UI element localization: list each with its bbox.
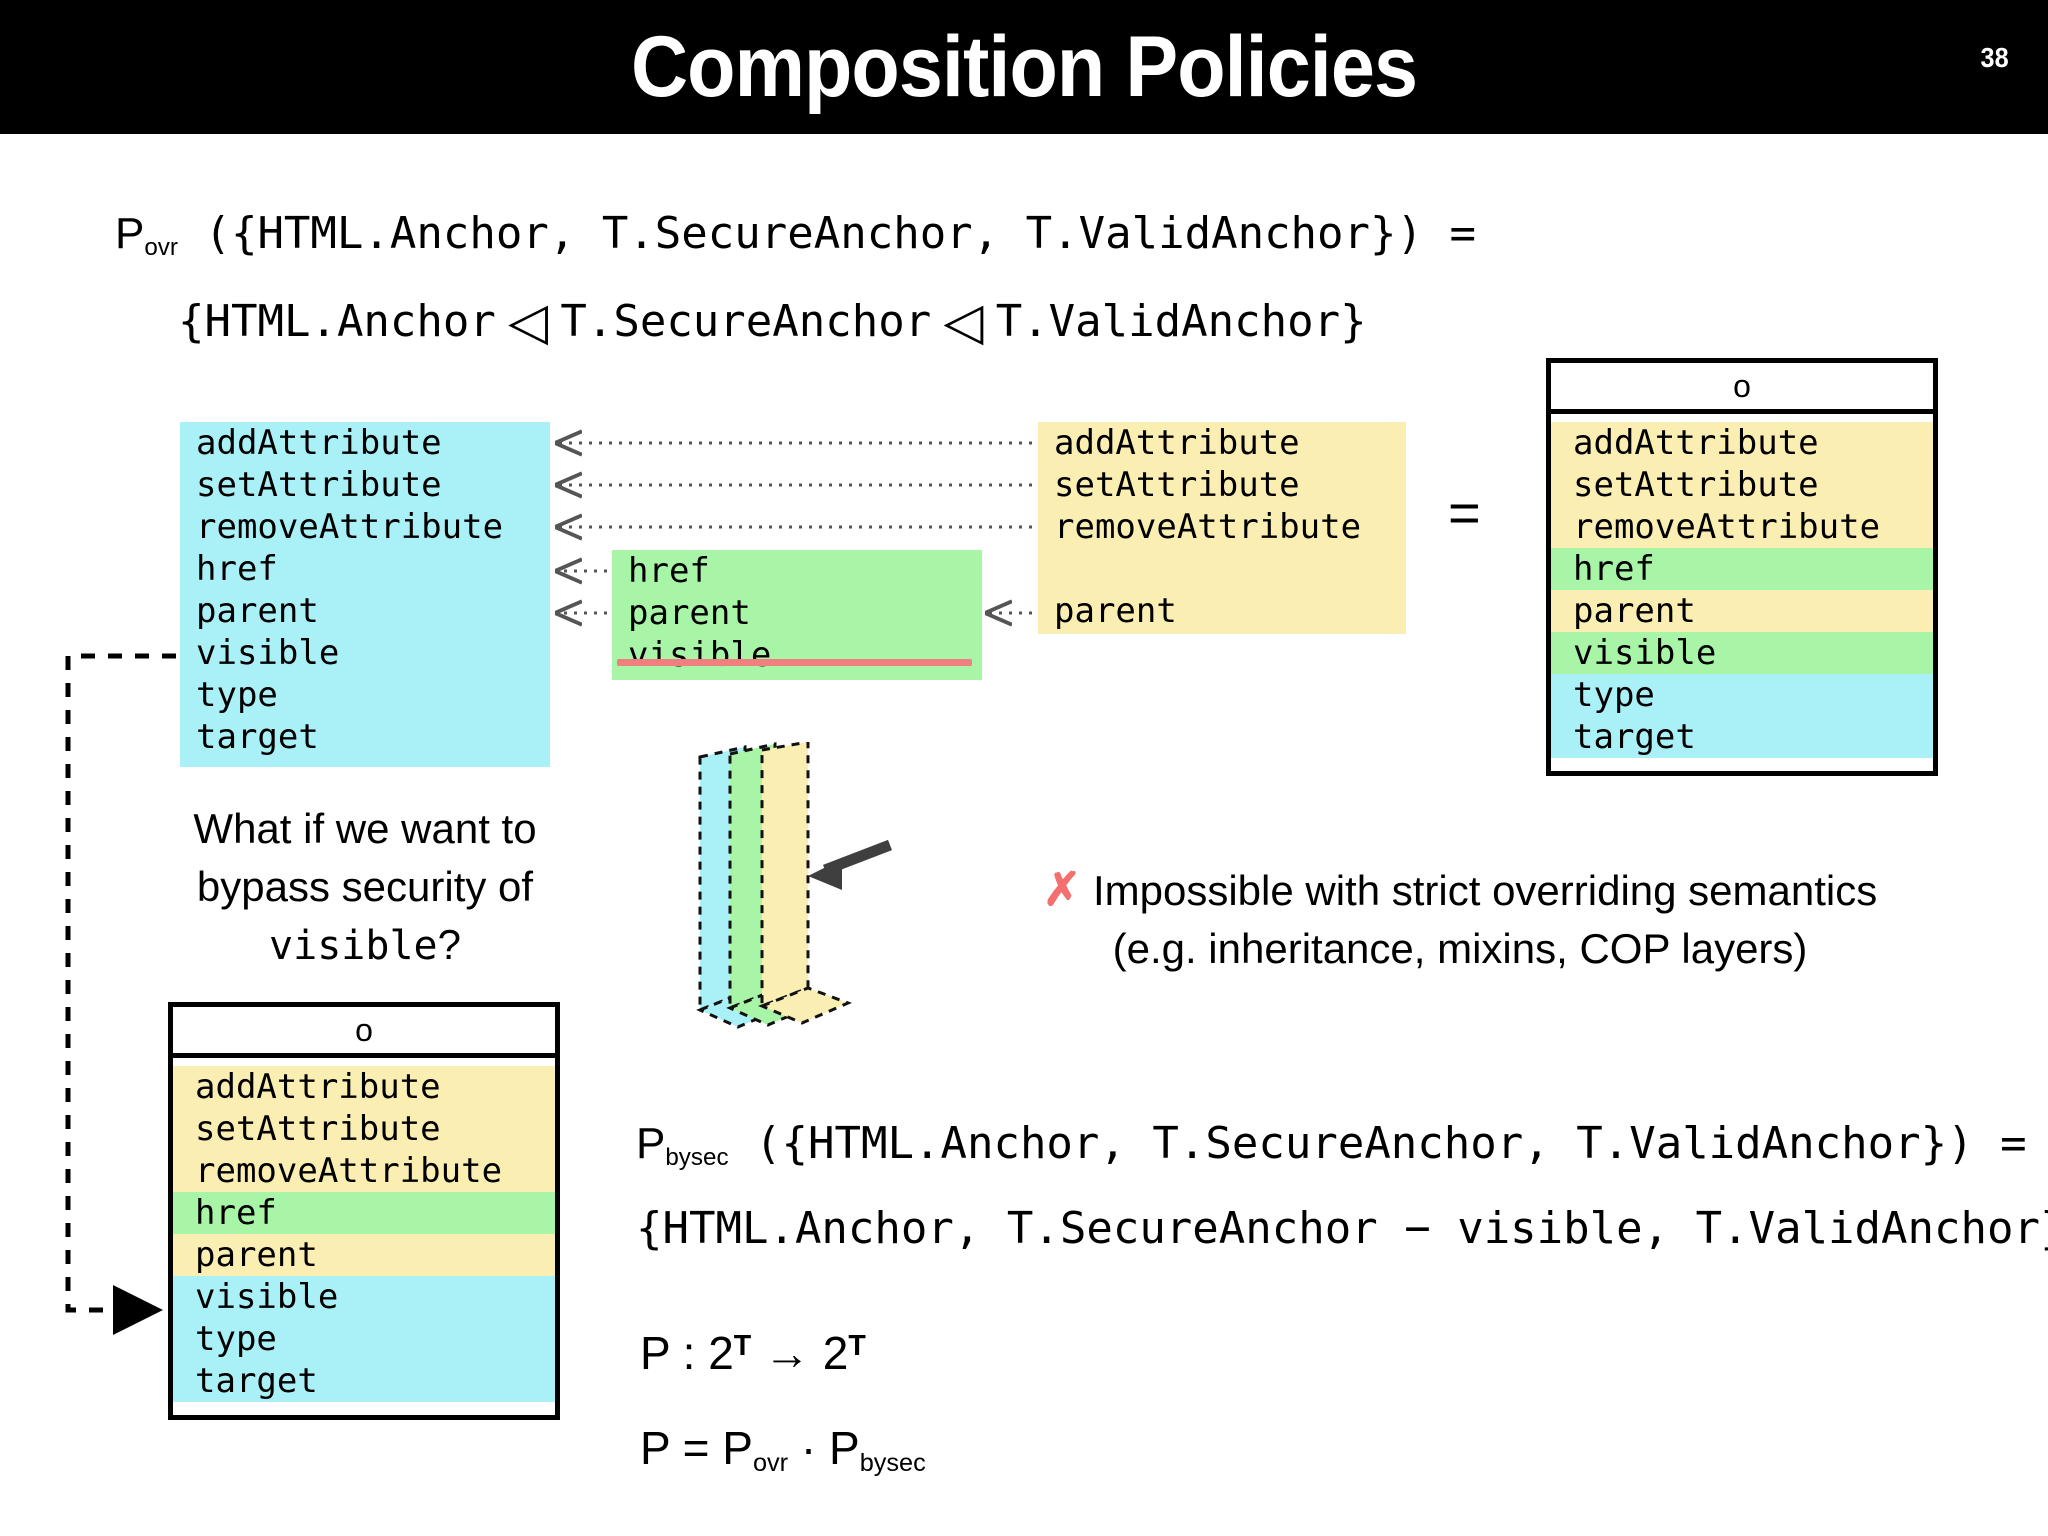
- table-row: parent: [173, 1234, 555, 1276]
- formula-pbysec-subscript: bysec: [665, 1143, 729, 1171]
- table-row: type: [1551, 674, 1933, 716]
- formula-pbysec-result: {HTML.Anchor, T.SecureAnchor − visible, …: [636, 1203, 2048, 1254]
- table-row: addAttribute: [173, 1066, 555, 1108]
- p-def-sub-1: ovr: [752, 1449, 789, 1478]
- attribute-row: target: [196, 717, 319, 757]
- strikethrough-line: [617, 659, 972, 666]
- formula-povr-mid: T.SecureAnchor: [560, 296, 932, 347]
- impossible-note: ✗ Impossible with strict overriding sema…: [960, 860, 1960, 978]
- layer-yellow: [760, 742, 810, 1009]
- formula-povr-line2: {HTML.Anchor ◁ T.SecureAnchor ◁ T.ValidA…: [178, 296, 1367, 348]
- attribute-row: parent: [1054, 591, 1177, 631]
- equals-sign: =: [1448, 481, 1481, 544]
- layer-yellow-base: [758, 986, 852, 1025]
- table-row: parent: [1551, 590, 1933, 632]
- formula-pbysec-args: ({HTML.Anchor, T.SecureAnchor, T.ValidAn…: [728, 1118, 2027, 1169]
- formula-povr-symbol: P: [115, 209, 145, 258]
- table-row: addAttribute: [1551, 422, 1933, 464]
- bypass-table-body: addAttribute setAttribute removeAttribut…: [173, 1058, 555, 1410]
- override-triangle-icon: ◁: [508, 293, 549, 351]
- p-def-sub-2: bysec: [859, 1449, 926, 1478]
- table-row: visible: [173, 1276, 555, 1318]
- result-table-caption: o: [1551, 363, 1933, 414]
- table-row: href: [1551, 548, 1933, 590]
- attribute-row: addAttribute: [1054, 423, 1300, 463]
- composition-result-table: o addAttribute setAttribute removeAttrib…: [1546, 358, 1938, 776]
- attribute-row-struck: visible: [628, 635, 772, 675]
- question-line-2: bypass security of: [196, 863, 534, 910]
- bypass-table-caption: o: [173, 1007, 555, 1058]
- slide-title-bar: Composition Policies 38: [0, 0, 2048, 134]
- attribute-row-spacer: [1038, 548, 1406, 590]
- table-row: target: [1551, 716, 1933, 758]
- impossible-text-1: Impossible with strict overriding semant…: [1092, 867, 1878, 914]
- slide-number: 38: [1980, 42, 2009, 73]
- question-line-1: What if we want to: [193, 805, 537, 852]
- table-row: href: [173, 1192, 555, 1234]
- attribute-row: addAttribute: [196, 423, 442, 463]
- table-row: target: [173, 1360, 555, 1402]
- attribute-row: href: [628, 551, 710, 591]
- attribute-row: parent: [196, 591, 319, 631]
- secure-anchor-attribute-box: href parent visible: [612, 550, 982, 680]
- attribute-row: setAttribute: [196, 465, 442, 505]
- p-signature-sup-2: T: [848, 1329, 866, 1362]
- table-row: removeAttribute: [173, 1150, 555, 1192]
- attribute-row: removeAttribute: [1054, 507, 1362, 547]
- valid-anchor-attribute-box: addAttribute setAttribute removeAttribut…: [1038, 422, 1406, 634]
- question-mono-term: visible: [269, 923, 438, 969]
- p-def-pre: P = P: [640, 1422, 753, 1474]
- table-row: visible: [1551, 632, 1933, 674]
- cross-mark-icon: ✗: [1042, 863, 1082, 915]
- p-signature-sup-1: T: [733, 1329, 752, 1362]
- attribute-row: type: [196, 675, 278, 715]
- table-row: removeAttribute: [1551, 506, 1933, 548]
- formula-pbysec-symbol: P: [636, 1119, 666, 1168]
- pointer-arrow-icon: [808, 839, 892, 890]
- attribute-row: visible: [196, 633, 340, 673]
- p-def-dot: · P: [788, 1422, 860, 1474]
- p-signature-pre: P : 2: [640, 1327, 734, 1379]
- override-triangle-icon-2: ◁: [943, 293, 984, 351]
- formula-pbysec-line1: Pbysec ({HTML.Anchor, T.SecureAnchor, T.…: [636, 1122, 2027, 1170]
- formula-povr-tail: T.ValidAnchor}: [995, 296, 1367, 347]
- question-line-3: visible?: [140, 916, 590, 975]
- formula-povr-line1: Povr ({HTML.Anchor, T.SecureAnchor, T.Va…: [115, 212, 1476, 260]
- bypass-result-table: o addAttribute setAttribute removeAttrib…: [168, 1002, 560, 1420]
- formula-povr-args: ({HTML.Anchor, T.SecureAnchor, T.ValidAn…: [177, 208, 1476, 259]
- bypass-question-text: What if we want to bypass security of vi…: [140, 800, 590, 975]
- attribute-row: parent: [628, 593, 751, 633]
- formula-povr-open: {HTML.Anchor: [178, 296, 496, 347]
- table-row: setAttribute: [173, 1108, 555, 1150]
- attribute-row: removeAttribute: [196, 507, 504, 547]
- question-mark: ?: [437, 921, 461, 968]
- formula-povr-subscript: ovr: [144, 233, 178, 261]
- formula-pbysec-line2: {HTML.Anchor, T.SecureAnchor − visible, …: [636, 1207, 2048, 1251]
- attribute-row: href: [196, 549, 278, 589]
- p-signature-arrow: → 2: [751, 1327, 849, 1379]
- formula-p-signature: P : 2T → 2T: [640, 1330, 866, 1376]
- formula-p-definition: P = Povr · Pbysec: [640, 1425, 926, 1476]
- result-table-body: addAttribute setAttribute removeAttribut…: [1551, 414, 1933, 766]
- page-title: Composition Policies: [630, 18, 1418, 115]
- impossible-line-1: ✗ Impossible with strict overriding sema…: [960, 860, 1960, 920]
- table-row: type: [173, 1318, 555, 1360]
- html-anchor-attribute-box: addAttribute setAttribute removeAttribut…: [180, 422, 550, 767]
- layer-stack-illustration: [696, 742, 892, 1029]
- attribute-row: setAttribute: [1054, 465, 1300, 505]
- impossible-line-2: (e.g. inheritance, mixins, COP layers): [1112, 925, 1808, 972]
- table-row: setAttribute: [1551, 464, 1933, 506]
